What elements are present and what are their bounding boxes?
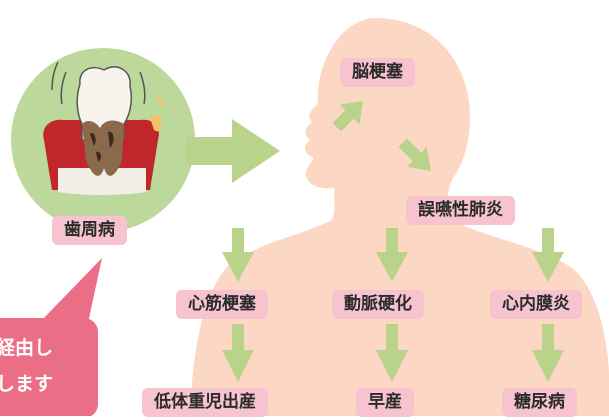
arrow-to-diabetes xyxy=(532,324,564,382)
label-low-birth-weight: 低体重児出産 xyxy=(142,388,268,417)
arrow-to-low-weight-birth xyxy=(222,324,254,382)
label-preterm-birth: 早産 xyxy=(356,388,414,417)
label-aspiration-pneumonia: 誤嚥性肺炎 xyxy=(406,196,515,225)
speech-bubble xyxy=(0,318,98,418)
label-endocarditis: 心内膜炎 xyxy=(490,290,582,319)
arrow-to-endocarditis xyxy=(532,228,564,282)
speech-bubble-pointer xyxy=(40,258,102,332)
arrow-to-preterm xyxy=(376,324,408,382)
arrow-to-brain xyxy=(332,101,363,132)
label-arteriosclerosis: 動脈硬化 xyxy=(332,290,424,319)
label-diabetes: 糖尿病 xyxy=(502,388,577,417)
diseased-tooth-icon xyxy=(43,61,164,195)
bubble-line-2: します xyxy=(0,373,54,395)
bubble-line-1: 経由し xyxy=(0,337,54,359)
label-myocardial-infarction: 心筋梗塞 xyxy=(176,290,268,319)
arrow-to-artery xyxy=(376,228,408,282)
label-cerebral-infarction: 脳梗塞 xyxy=(340,58,415,87)
arrow-to-heart xyxy=(222,228,254,282)
arrow-brain-to-lung xyxy=(398,138,431,171)
label-periodontal-disease: 歯周病 xyxy=(52,216,127,245)
arrow-tooth-to-body xyxy=(186,119,280,183)
